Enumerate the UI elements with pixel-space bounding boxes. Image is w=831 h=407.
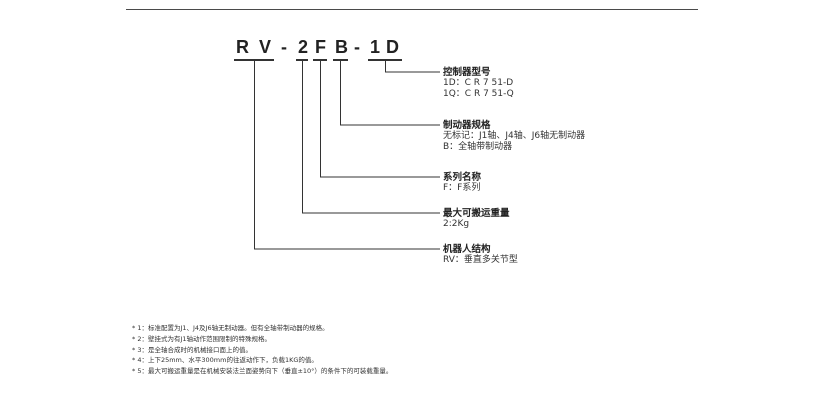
footnotes: * 1：标准配置为J1、J4及J6轴无制动器。但有全轴带制动器的规格。 * 2：… bbox=[132, 323, 392, 377]
connector-payload bbox=[302, 61, 440, 214]
footnote-5: * 5：最大可搬运重量是在机械安装法兰面姿势向下（垂直±10°）的条件下的可装载… bbox=[132, 367, 393, 376]
desc-controller: 控制器型号 1D：C R 7 51-D 1Q：C R 7 51-Q bbox=[443, 67, 514, 100]
desc-controller-title: 控制器型号 bbox=[443, 67, 491, 78]
top-divider bbox=[126, 9, 698, 10]
desc-structure-title: 机器人结构 bbox=[443, 244, 491, 255]
code-char-r: R bbox=[236, 37, 249, 57]
connector-series bbox=[320, 61, 440, 178]
code-char-f: F bbox=[315, 37, 326, 57]
connector-controller bbox=[385, 61, 440, 73]
underline-structure bbox=[234, 59, 274, 61]
underline-series bbox=[313, 59, 327, 61]
code-char-2: 2 bbox=[298, 37, 309, 57]
desc-brake: 制动器规格 无标记：J1轴、J4轴、J6轴无制动器 B：全轴带制动器 bbox=[443, 120, 585, 153]
code-char-1: 1 bbox=[370, 37, 381, 57]
footnote-4: * 4：上下25mm、水平300mm的往返动作下，负载1KG的值。 bbox=[132, 356, 318, 365]
underline-brake bbox=[333, 59, 348, 61]
code-char-b: B bbox=[335, 37, 348, 57]
footnote-1: * 1：标准配置为J1、J4及J6轴无制动器。但有全轴带制动器的规格。 bbox=[132, 324, 329, 332]
desc-brake-line-2: B：全轴带制动器 bbox=[443, 142, 513, 152]
underline-payload bbox=[296, 59, 308, 61]
code-char-d: D bbox=[386, 37, 399, 57]
desc-payload: 最大可搬运重量 2:2Kg bbox=[443, 208, 510, 230]
desc-brake-title: 制动器规格 bbox=[443, 120, 491, 131]
connector-structure bbox=[254, 61, 440, 250]
desc-controller-line-1: 1D：C R 7 51-D bbox=[443, 78, 514, 88]
code-char-dash-1: - bbox=[281, 37, 287, 57]
underline-controller bbox=[368, 59, 402, 61]
code-char-v: V bbox=[259, 37, 272, 57]
desc-payload-line-1: 2:2Kg bbox=[443, 219, 470, 229]
footnote-3: * 3：是全轴合成时的机械接口面上的值。 bbox=[132, 345, 252, 354]
desc-structure-line-1: RV：垂直多关节型 bbox=[443, 255, 518, 265]
desc-series: 系列名称 F：F系列 bbox=[443, 172, 481, 194]
code-char-dash-2: - bbox=[354, 37, 360, 57]
desc-series-line-1: F：F系列 bbox=[443, 183, 481, 193]
desc-series-title: 系列名称 bbox=[443, 172, 482, 183]
connector-brake bbox=[340, 61, 440, 126]
footnote-2: * 2：壁挂式为有J1轴动作范围限制的特殊规格。 bbox=[132, 334, 272, 343]
desc-payload-title: 最大可搬运重量 bbox=[443, 208, 510, 219]
desc-controller-line-2: 1Q：C R 7 51-Q bbox=[443, 89, 514, 99]
desc-structure: 机器人结构 RV：垂直多关节型 bbox=[443, 244, 518, 266]
desc-brake-line-1: 无标记：J1轴、J4轴、J6轴无制动器 bbox=[443, 131, 586, 141]
